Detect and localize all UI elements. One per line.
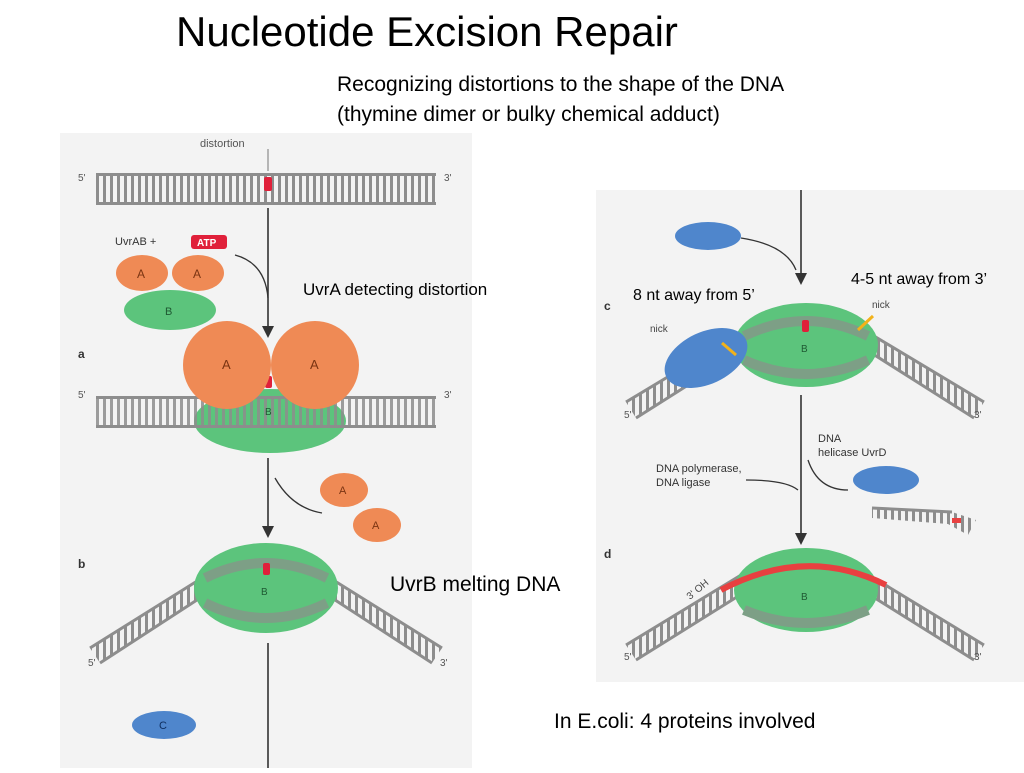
- step-c-three-prime: 3': [974, 410, 982, 421]
- uvrb-label-c: B: [801, 344, 808, 355]
- step-c-five-prime: 5': [624, 410, 632, 421]
- dna-top-three-prime: 3': [444, 173, 452, 184]
- uvra-protein-2: [172, 255, 224, 291]
- dna-bent-step-b: B 5' 3': [88, 543, 448, 669]
- dna-incision-step-c: B nick nick 5' 3': [624, 300, 985, 421]
- step-b-three-prime: 3': [440, 658, 448, 669]
- step-a-five-prime: 5': [78, 390, 86, 401]
- annotation-uvrb: UvrB melting DNA: [390, 573, 561, 596]
- uvra-protein-a1: [183, 321, 271, 409]
- dna-top-five-prime: 5': [78, 173, 86, 184]
- uvrc-protein-incoming: [675, 222, 741, 250]
- uvrc-label-left: C: [159, 720, 167, 732]
- polymerase-label-1: DNA polymerase,: [656, 463, 742, 475]
- uvrb-label-b: B: [261, 587, 268, 598]
- uvrab-label: UvrAB +: [115, 236, 156, 248]
- annotation-8nt: 8 nt away from 5’: [633, 287, 755, 304]
- excised-oligo: [872, 508, 976, 535]
- dna-resynthesis-step-d: B 3' OH 5' 3': [624, 548, 985, 663]
- release-curve-arrow: [274, 477, 323, 514]
- subtitle-line-2: (thymine dimer or bulky chemical adduct): [337, 103, 720, 126]
- polymerase-label-2: DNA ligase: [656, 477, 710, 489]
- binding-curve-arrow: [234, 254, 269, 299]
- step-d-five-prime: 5': [624, 652, 632, 663]
- nick-marker-three-prime: [856, 314, 875, 332]
- uvrb-label-a: B: [265, 407, 272, 418]
- step-d-three-prime: 3': [974, 652, 982, 663]
- released-uvra-label-1: A: [339, 485, 347, 497]
- released-uvra-2: [353, 508, 401, 542]
- figure-right-panel: 5' c B nick nick 5' 3' DNA hel: [596, 190, 1024, 682]
- nick-label-left: nick: [650, 324, 669, 335]
- helicase-label-1: DNA: [818, 433, 842, 445]
- uvrb-label-d: B: [801, 592, 808, 603]
- uvra-label-a2: A: [310, 357, 319, 372]
- figure-left-svg: distortion 5' 3' UvrAB + ATP B A A: [78, 138, 452, 768]
- released-uvra-label-2: A: [372, 520, 380, 532]
- uvra-label-2: A: [193, 267, 201, 281]
- step-d-label: d: [604, 547, 611, 561]
- uvrc-bound-c: [664, 327, 748, 389]
- step-b-label: b: [78, 557, 85, 571]
- nick-label-right: nick: [872, 300, 891, 311]
- slide-subtitle: Recognizing distortions to the shape of …: [337, 70, 937, 130]
- slide-title: Nucleotide Excision Repair: [176, 8, 678, 55]
- step-a-three-prime: 3': [444, 390, 452, 401]
- distortion-label: distortion: [200, 138, 245, 150]
- uvra-protein-1: [116, 255, 168, 291]
- helicase-label-2: helicase UvrD: [818, 447, 887, 459]
- uvra-label-a1: A: [222, 357, 231, 372]
- annotation-uvra: UvrA detecting distortion: [303, 280, 488, 299]
- figure-right-svg: 5' c B nick nick 5' 3' DNA hel: [604, 190, 985, 663]
- annotation-4-5nt: 4-5 nt away from 3’: [851, 271, 988, 288]
- atp-label: ATP: [197, 238, 217, 249]
- subtitle-line-1: Recognizing distortions to the shape of …: [337, 73, 785, 96]
- step-c-label: c: [604, 299, 611, 313]
- distortion-mark: [264, 177, 272, 191]
- figure-left-panel: distortion 5' 3' UvrAB + ATP B A A: [60, 133, 472, 768]
- step-b-five-prime: 5': [88, 658, 96, 669]
- released-uvra-1: [320, 473, 368, 507]
- step-a-label: a: [78, 347, 85, 361]
- new-dna-strand: [719, 563, 888, 593]
- footer-note: In E.coli: 4 proteins involved: [554, 710, 816, 733]
- uvrb-label: B: [165, 306, 172, 318]
- released-uvrc: [853, 466, 919, 494]
- uvrab-complex: B A A: [116, 255, 224, 330]
- uvra-label-1: A: [137, 267, 145, 281]
- uvra-protein-a2: [271, 321, 359, 409]
- atp-badge: [191, 235, 227, 249]
- dna-duplex-top: 5' 3': [78, 173, 452, 205]
- uvrb-protein: [124, 290, 216, 330]
- nick-marker-five-prime: [721, 341, 737, 357]
- uvrc-protein-left: [132, 711, 196, 739]
- dna-duplex-step-a: 5' 3' B A A: [78, 321, 452, 453]
